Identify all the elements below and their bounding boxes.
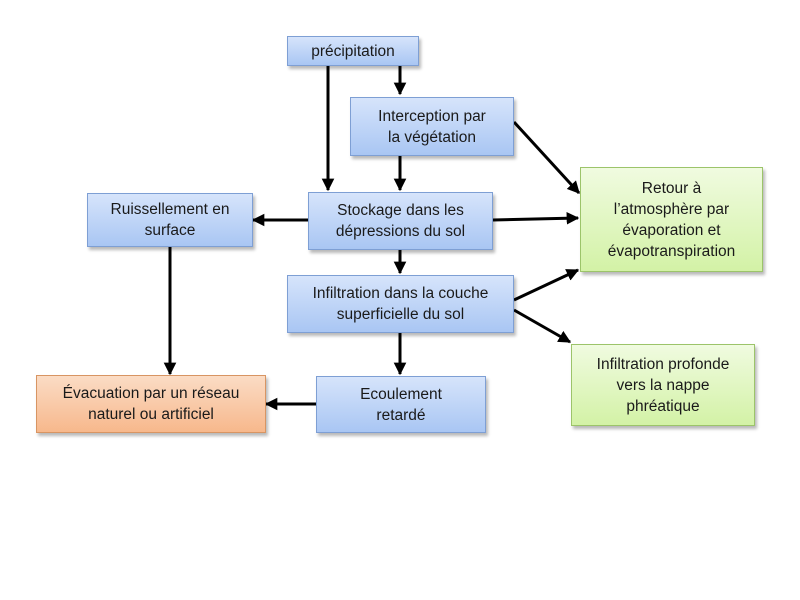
- node-infiltration-profonde: Infiltration profonde vers la nappe phré…: [571, 344, 755, 426]
- arrow-infiltration-to-retour: [513, 268, 580, 302]
- node-precipitation: précipitation: [287, 36, 419, 66]
- node-interception: Interception par la végétation: [350, 97, 514, 156]
- node-ruissellement: Ruissellement en surface: [87, 193, 253, 247]
- node-infiltration-superficielle: Infiltration dans la couche superficiell…: [287, 275, 514, 333]
- node-evacuation: Évacuation par un réseau naturel ou arti…: [36, 375, 266, 433]
- arrow-interception-to-retour: [512, 120, 581, 195]
- arrow-infiltration-to-profonde: [513, 308, 572, 344]
- node-stockage: Stockage dans les dépressions du sol: [308, 192, 493, 250]
- node-ecoulement: Ecoulement retardé: [316, 376, 486, 433]
- arrow-stockage-to-retour: [492, 211, 580, 225]
- node-retour-atmosphere: Retour à l’atmosphère par évaporation et…: [580, 167, 763, 272]
